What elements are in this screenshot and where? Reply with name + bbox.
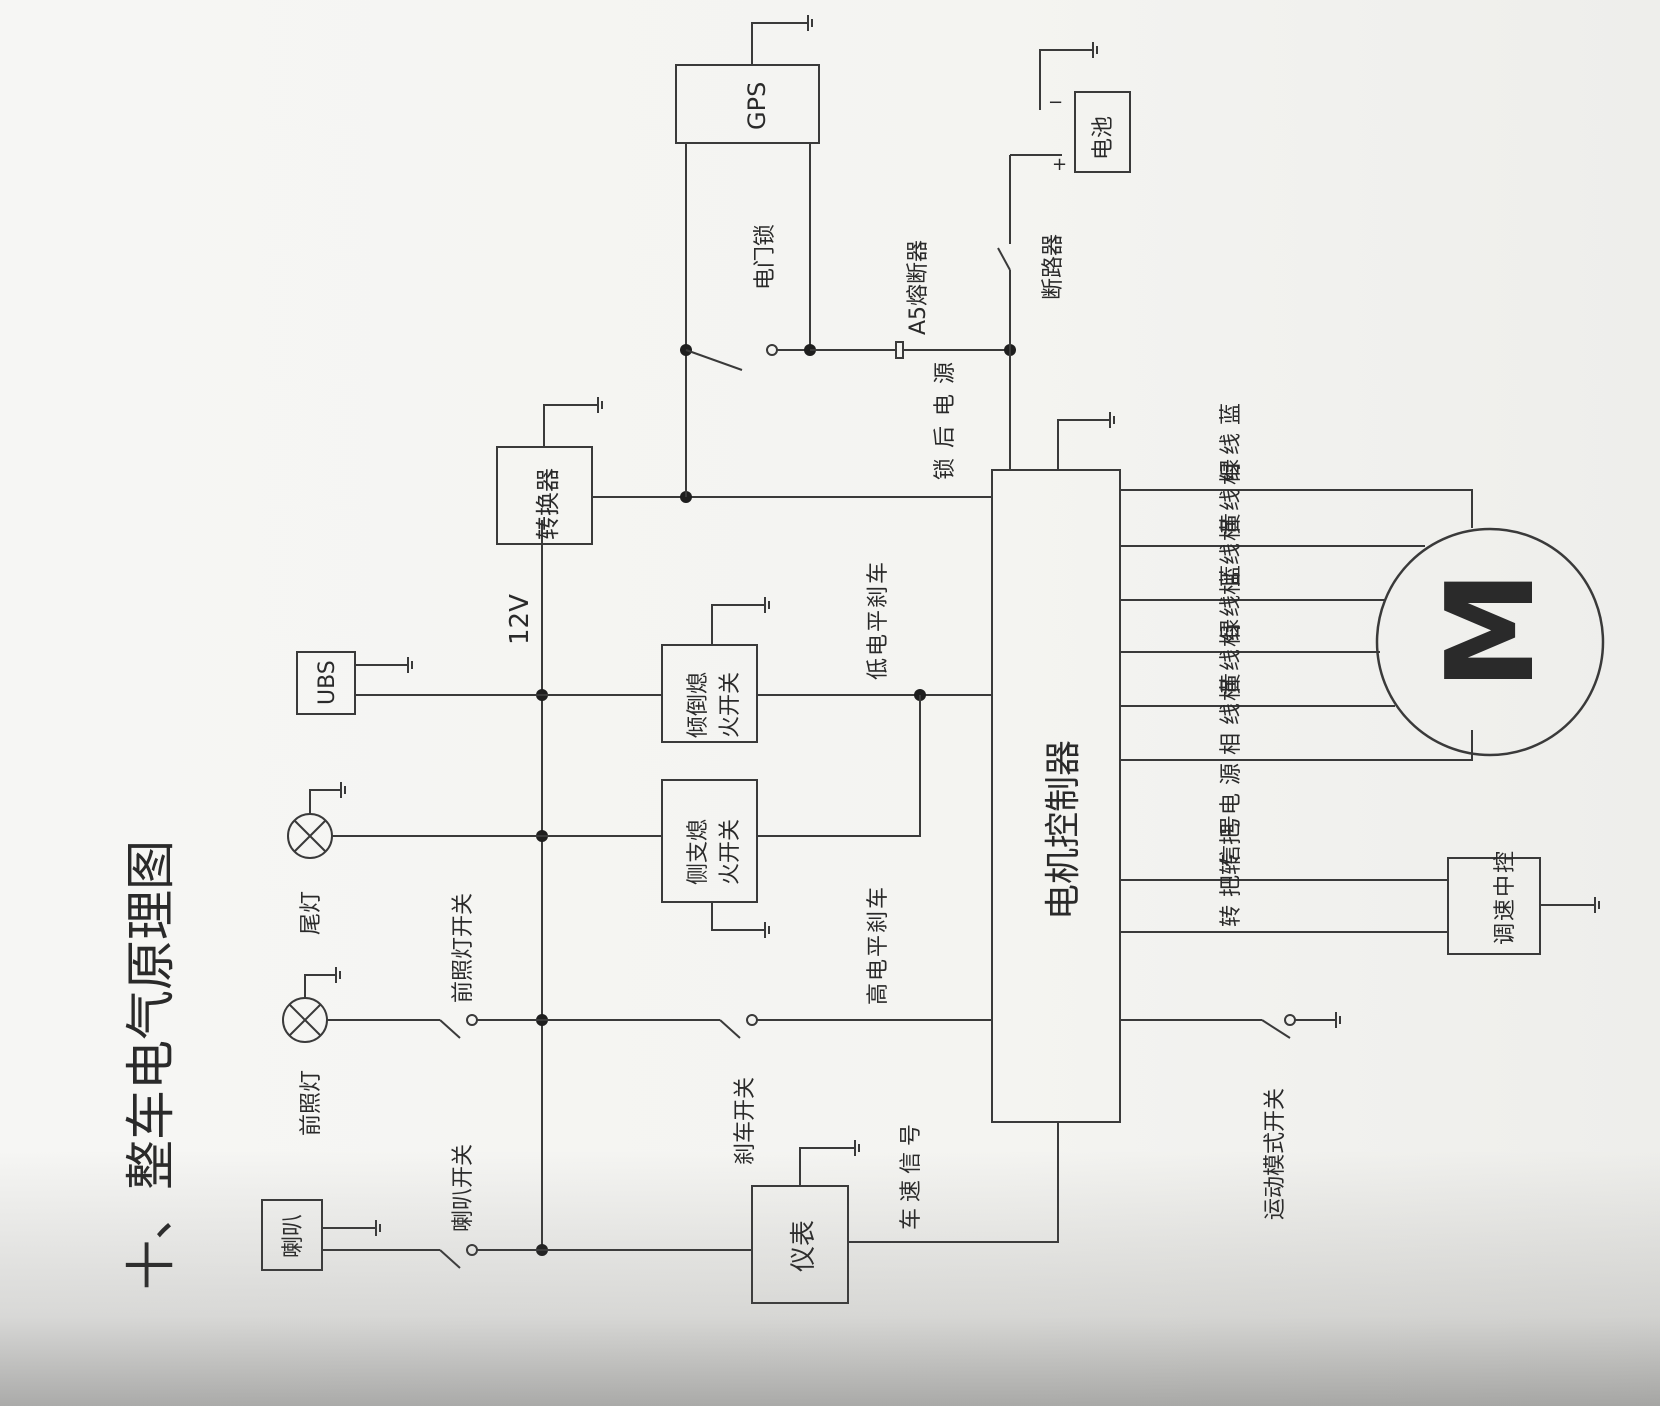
label-brake-switch: 刹车开关 [733,1077,758,1165]
tilt-switch-ground-wire [711,604,765,645]
brake-switch[interactable] [719,1014,758,1039]
side-switch-label-1: 侧支熄 [686,819,711,885]
page-title: 十、整车电气原理图 [122,840,180,1290]
label-breaker: 断路器 [1041,234,1066,300]
battery-label: 电池 [1091,116,1116,160]
side-switch-ground-wire [711,902,765,931]
ground-icon [1335,1012,1341,1028]
ground-icon [335,967,341,983]
label-handle-signal: 转把信号 [1219,807,1244,927]
meter-ground-wire [799,1147,855,1186]
phase-label: 相线黄 [1219,665,1244,755]
battery-box [1074,91,1131,173]
label-sport-mode-switch: 运动模式开关 [1263,1088,1288,1220]
lamp-cross-icon [282,997,328,1043]
tilt-switch-label-2: 火开关 [718,672,743,738]
phase-label: 相线绿 [1219,451,1244,541]
breaker-switch[interactable] [997,155,1011,271]
ground-icon [407,657,413,673]
side-switch-out [757,695,921,837]
ubs-label: UBS [315,660,340,705]
controller-ground-wire [1057,419,1110,470]
ground-icon [1594,897,1600,913]
ground-icon [597,397,603,413]
horn-label: 喇叭 [281,1214,306,1258]
label-post-lock-power: 锁后电源 [933,352,958,480]
label-high-brake: 高电平刹车 [866,885,891,1005]
phase-line [1120,730,1473,761]
tilt-switch-box [661,644,758,743]
meter-label: 仪表 [789,1220,819,1272]
tail-lamp-label: 尾灯 [299,891,324,935]
label-low-brake: 低电平刹车 [866,560,891,680]
converter-label: 转换器 [534,468,562,540]
ground-icon [764,922,770,938]
battery-ground-wire [1039,49,1093,110]
ground-icon [854,1140,860,1156]
label-handle-power: 转把电源 [1219,755,1244,875]
gps-label: GPS [743,82,771,130]
motor-m-icon: M [1422,571,1561,690]
sport-mode-switch[interactable] [1261,1014,1336,1039]
horn-switch[interactable] [439,1244,542,1269]
phase-label: 相线蓝 [1219,395,1244,485]
lamp-cross-icon [287,813,333,859]
tail-lamp-ground-wire [309,789,341,814]
speed-controller-label: 调速中控 [1493,849,1518,945]
head-lamp-switch[interactable] [439,1014,542,1039]
label-electric-lock: 电门锁 [753,224,778,290]
phase-line [1120,489,1473,528]
ground-icon [1092,42,1098,58]
ground-icon [807,15,813,31]
ubs-box [296,651,356,715]
fuse-icon [895,341,904,359]
label-speed-signal: 车速信号 [899,1118,924,1230]
side-switch-box [661,779,758,903]
phase-label: 相线绿 [1219,611,1244,701]
horn-box [261,1199,323,1271]
converter-ground-wire [543,404,598,447]
battery-plus: + [1052,154,1067,175]
motor-controller-box [991,469,1121,1123]
ground-icon [764,597,770,613]
ground-icon [340,782,346,798]
phase-label: 相线蓝 [1219,557,1244,647]
gps-box [675,64,820,144]
ground-icon [1109,412,1115,428]
ground-icon [375,1220,381,1236]
motor-circle [1375,527,1605,757]
gps-ground-wire [751,22,808,65]
phase-label: 相线黄 [1219,505,1244,595]
battery-minus: − [1048,92,1063,113]
label-head-lamp-switch: 前照灯开关 [451,893,476,1003]
electric-lock-switch[interactable] [685,344,810,371]
label-horn-switch: 喇叭开关 [451,1144,476,1232]
head-lamp-ground-wire [304,974,336,998]
head-lamp-label: 前照灯 [299,1070,324,1136]
label-12v: 12V [505,594,535,645]
side-switch-label-2: 火开关 [718,819,743,885]
label-fuse: A5熔断器 [906,240,931,335]
motor-controller-label: 电机控制器 [1043,740,1084,920]
tilt-switch-label-1: 倾倒熄 [686,672,711,738]
speed-signal-line [848,1122,1059,1243]
